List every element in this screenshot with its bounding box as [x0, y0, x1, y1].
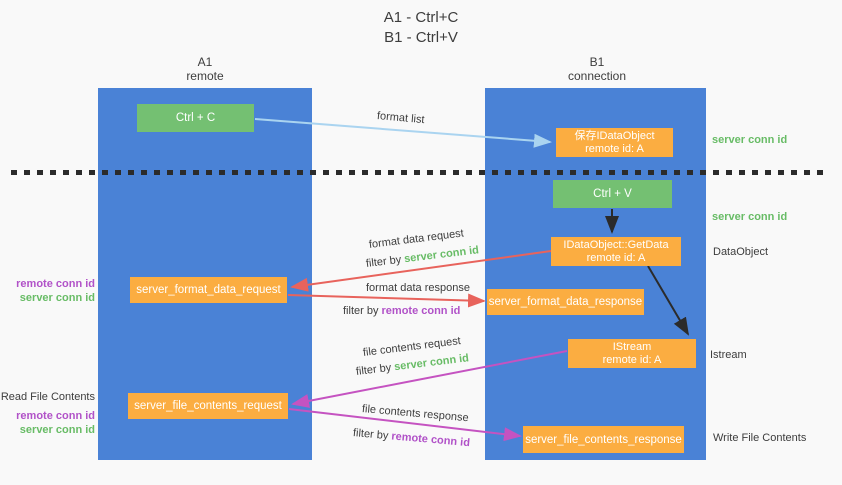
- node-server-file-contents-response: server_file_contents_response: [523, 426, 684, 453]
- node-getdata-line2: remote id: A: [586, 252, 646, 264]
- node-ctrl-v: Ctrl + V: [553, 180, 672, 208]
- node-server-format-data-response: server_format_data_response: [487, 289, 644, 315]
- diagram-title: A1 - Ctrl+C B1 - Ctrl+V: [0, 8, 842, 48]
- column-a1-name: A1: [197, 55, 213, 69]
- column-b1-name: B1: [589, 55, 605, 69]
- node-save-idataobject-line2: remote id: A: [585, 143, 644, 155]
- filter-by-text: filter by: [352, 427, 392, 443]
- annotation-right-server-conn-id-2: server conn id: [712, 211, 788, 223]
- column-b1-subtitle: connection: [567, 69, 627, 83]
- node-file-request-label: server_file_contents_request: [134, 400, 282, 412]
- title-line-paste: B1 - Ctrl+V: [384, 29, 458, 46]
- node-server-format-data-request: server_format_data_request: [130, 277, 287, 303]
- node-format-request-label: server_format_data_request: [136, 284, 281, 296]
- filter-by-text: filter by: [343, 305, 382, 317]
- node-save-idataobject: 保存IDataObject remote id: A: [556, 128, 673, 157]
- column-header-b1: B1 connection: [537, 55, 657, 83]
- server-conn-id-text: server conn id: [403, 244, 480, 266]
- annotation-write-file-contents: Write File Contents: [713, 432, 807, 444]
- title-line-copy: A1 - Ctrl+C: [383, 9, 459, 26]
- filter-by-text: filter by: [365, 253, 405, 270]
- label-file-contents-response: file contents response: [361, 403, 470, 425]
- annotation-read-file-contents: Read File Contents: [0, 391, 95, 403]
- label-filter-remote-conn-id-1: filter by remote conn id: [343, 305, 460, 317]
- phase-separator-dashed-line: [11, 170, 825, 175]
- arrow-format-data-response: [287, 293, 486, 308]
- column-header-a1: A1 remote: [145, 55, 265, 83]
- node-format-response-label: server_format_data_response: [488, 296, 643, 308]
- column-a1-subtitle: remote: [186, 69, 224, 83]
- node-istream: IStream remote id: A: [568, 339, 696, 368]
- annotation-dataobject: DataObject: [713, 246, 769, 258]
- node-idataobject-getdata: IDataObject::GetData remote id: A: [551, 237, 681, 266]
- node-file-response-label: server_file_contents_response: [525, 433, 682, 446]
- node-getdata-line1: IDataObject::GetData: [563, 239, 669, 251]
- node-istream-line2: remote id: A: [602, 354, 662, 366]
- annotation-left-remote-conn-id-1: remote conn id: [16, 278, 95, 290]
- label-filter-remote-conn-id-2: filter by remote conn id: [352, 427, 470, 449]
- annotation-right-server-conn-id-1: server conn id: [712, 134, 788, 146]
- node-ctrl-v-label: Ctrl + V: [593, 188, 632, 200]
- remote-conn-id-text: remote conn id: [390, 430, 471, 450]
- node-ctrl-c: Ctrl + C: [137, 104, 254, 132]
- filter-by-text: filter by: [355, 361, 395, 378]
- node-ctrl-c-label: Ctrl + C: [175, 112, 216, 124]
- label-format-data-response: format data response: [366, 282, 470, 294]
- remote-conn-id-text: remote conn id: [381, 305, 461, 317]
- node-save-idataobject-line1: 保存IDataObject: [574, 130, 655, 142]
- annotation-left-server-conn-id-1: server conn id: [19, 292, 95, 304]
- label-format-list: format list: [376, 110, 426, 127]
- annotation-left-server-conn-id-2: server conn id: [19, 424, 95, 436]
- node-istream-line1: IStream: [612, 341, 652, 353]
- node-server-file-contents-request: server_file_contents_request: [128, 393, 288, 419]
- annotation-left-remote-conn-id-2: remote conn id: [16, 410, 95, 422]
- server-conn-id-text: server conn id: [393, 352, 470, 374]
- annotation-istream: Istream: [710, 349, 747, 361]
